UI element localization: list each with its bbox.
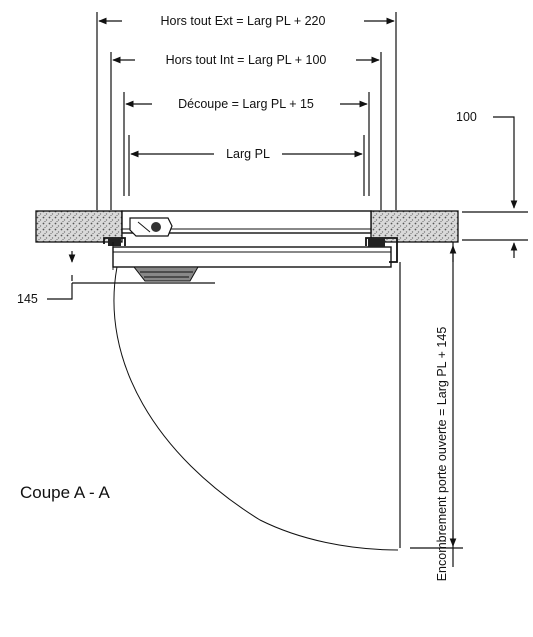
depth-leader-top	[493, 116, 518, 209]
dimension-larg-pl: Larg PL	[128, 135, 365, 196]
right-seal	[368, 238, 385, 247]
door-swing-arc	[113, 266, 399, 551]
frame-top-plate	[121, 210, 372, 234]
trap-door-section	[103, 210, 398, 282]
right-frame-angle	[365, 237, 398, 263]
offset-leader	[47, 283, 73, 300]
hinge-arm	[137, 221, 151, 233]
dimension-encombrement: Encombrement porte ouverte = Larg PL + 1…	[399, 242, 463, 582]
hinge-pin	[151, 222, 161, 232]
left-seal	[108, 238, 121, 246]
dimension-decoupe: Découpe = Larg PL + 15	[123, 92, 370, 196]
dimension-depth-100: 100	[456, 110, 528, 258]
dimension-hors-tout-int: Hors tout Int = Larg PL + 100	[110, 52, 382, 210]
section-title: Coupe A - A	[20, 483, 110, 502]
handle	[132, 266, 199, 282]
door-panel	[112, 246, 392, 268]
slab-left-hatch	[35, 210, 123, 243]
depth-label: 100	[456, 110, 477, 124]
ext-dimension-label: Hors tout Ext = Larg PL + 220	[161, 14, 326, 28]
offset-label: 145	[17, 292, 38, 306]
dimension-offset-145: 145	[17, 251, 215, 306]
decoupe-dimension-label: Découpe = Larg PL + 15	[178, 97, 314, 111]
larg-dimension-label: Larg PL	[226, 147, 270, 161]
encombrement-label: Encombrement porte ouverte = Larg PL + 1…	[435, 327, 449, 582]
slab-right-hatch	[370, 210, 459, 243]
floor-slab	[35, 210, 459, 243]
int-dimension-label: Hors tout Int = Larg PL + 100	[166, 53, 327, 67]
dimension-hors-tout-ext: Hors tout Ext = Larg PL + 220	[96, 12, 397, 210]
